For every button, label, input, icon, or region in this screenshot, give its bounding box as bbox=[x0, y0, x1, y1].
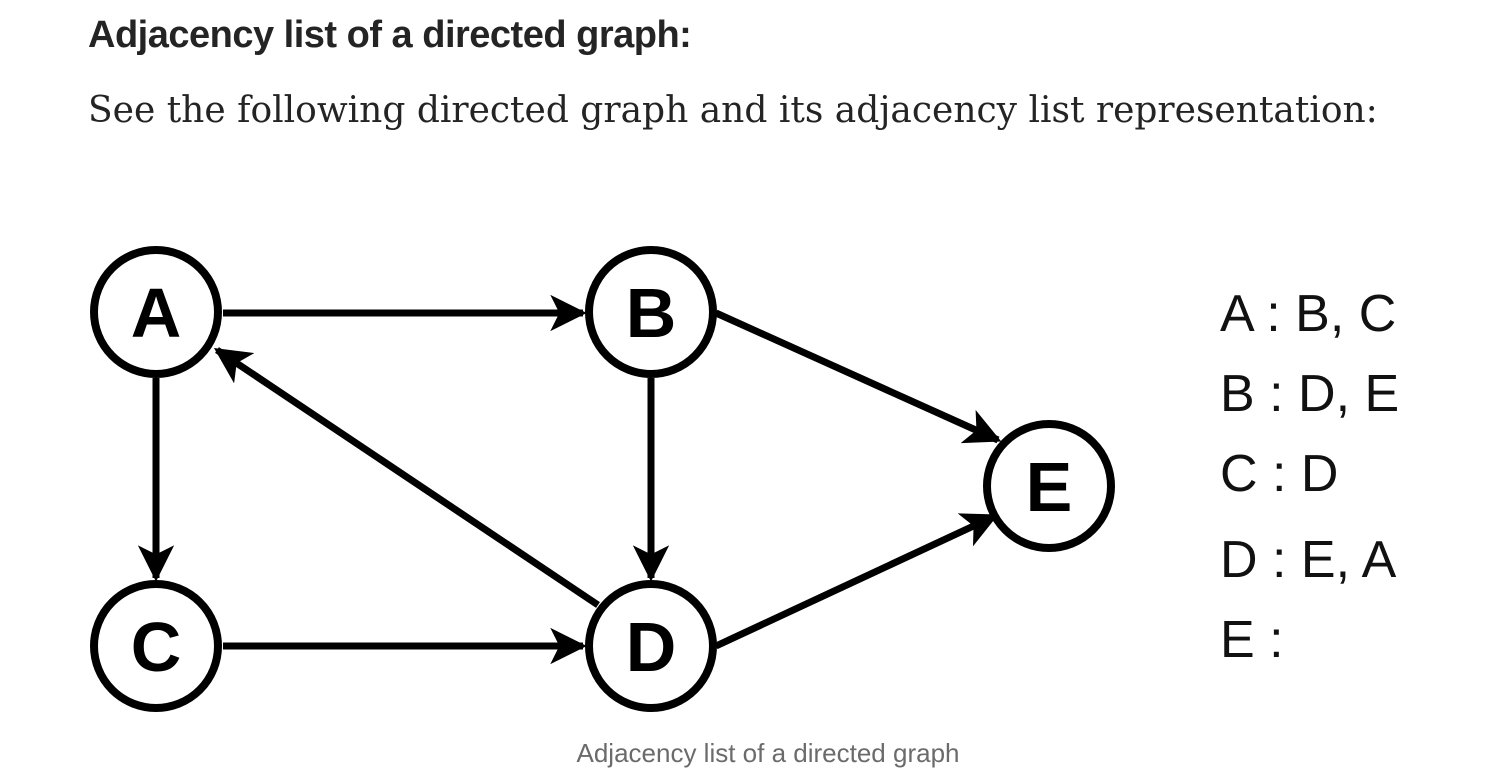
adjacency-entry-d: D : E, A bbox=[1220, 531, 1397, 589]
node-label-c: C bbox=[131, 608, 182, 686]
adjacency-entry-e: E : bbox=[1220, 611, 1284, 669]
adjacency-entry-a: A : B, C bbox=[1220, 285, 1396, 343]
adjacency-list: A : B, C B : D, E C : D D : E, A E : bbox=[1220, 285, 1399, 669]
section-heading: Adjacency list of a directed graph: bbox=[88, 14, 692, 56]
edge-d-a bbox=[213, 347, 600, 608]
intro-paragraph: See the following directed graph and its… bbox=[88, 90, 1378, 131]
adjacency-entry-b: B : D, E bbox=[1220, 365, 1399, 423]
edge-d-e bbox=[714, 512, 999, 650]
graph-node-d: D bbox=[585, 580, 717, 712]
node-label-a: A bbox=[131, 274, 182, 352]
figure-caption: Adjacency list of a directed graph bbox=[576, 738, 960, 768]
adjacency-entry-c: C : D bbox=[1220, 445, 1338, 503]
edge-b-e bbox=[714, 309, 1002, 444]
graph-node-e: E bbox=[983, 420, 1115, 552]
graph-node-a: A bbox=[90, 246, 222, 378]
node-label-b: B bbox=[626, 274, 677, 352]
node-label-e: E bbox=[1026, 448, 1073, 526]
graph-edges bbox=[137, 294, 1002, 665]
graph-node-c: C bbox=[90, 580, 222, 712]
node-label-d: D bbox=[626, 608, 677, 686]
graph-node-b: B bbox=[585, 246, 717, 378]
